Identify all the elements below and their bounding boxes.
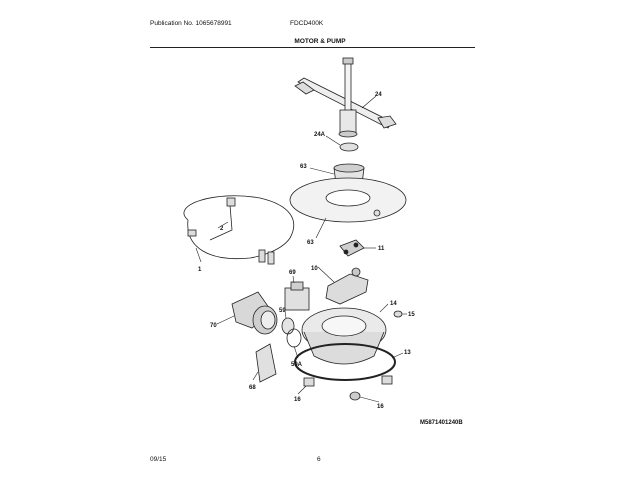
leader-lines bbox=[195, 95, 407, 403]
mount-part-right bbox=[381, 375, 393, 385]
callout-13: 13 bbox=[404, 350, 411, 356]
spray-arm-part bbox=[294, 57, 397, 138]
callout-14: 14 bbox=[390, 301, 397, 307]
grommet-part bbox=[393, 310, 403, 318]
mount-part-left bbox=[303, 377, 315, 387]
sump-seal-part bbox=[294, 343, 396, 381]
bracket-part bbox=[255, 343, 277, 383]
publication-number: Publication No. 1065678991 bbox=[150, 20, 232, 27]
clamp-ring-part bbox=[286, 328, 302, 348]
footer-date: 09/15 bbox=[150, 456, 167, 463]
foot-part bbox=[349, 391, 361, 401]
callout-10: 10 bbox=[311, 266, 318, 272]
callout-11: 11 bbox=[378, 246, 385, 252]
gasket-part bbox=[281, 317, 295, 335]
page-title: MOTOR & PUMP bbox=[294, 38, 346, 45]
callout-70: 70 bbox=[210, 323, 217, 329]
sensor-part bbox=[339, 239, 365, 257]
callout-16-right: 16 bbox=[377, 404, 384, 410]
callout-59: 59 bbox=[279, 308, 286, 314]
wire-harness-part bbox=[183, 195, 295, 265]
callout-63-plate: 63 bbox=[307, 240, 314, 246]
callout-16-left: 16 bbox=[294, 397, 301, 403]
diagram-code: M5871401240B bbox=[420, 420, 463, 426]
callout-63-hub: 63 bbox=[300, 164, 307, 170]
callout-2: 2 bbox=[220, 226, 224, 232]
model-number: FDCD400K bbox=[290, 20, 324, 27]
callout-15: 15 bbox=[408, 312, 415, 318]
callout-24a: 24A bbox=[314, 132, 326, 138]
callout-1: 1 bbox=[198, 267, 202, 273]
sump-part bbox=[301, 307, 387, 365]
page-number: 6 bbox=[317, 456, 321, 463]
pump-housing-part bbox=[325, 267, 369, 305]
seal-ring-part bbox=[339, 142, 359, 152]
callout-24: 24 bbox=[375, 92, 382, 98]
filter-plate-part bbox=[289, 177, 407, 223]
callout-69: 69 bbox=[289, 270, 296, 276]
motor-part bbox=[231, 291, 278, 335]
callout-59a: 59A bbox=[291, 362, 303, 368]
callout-68: 68 bbox=[249, 385, 256, 391]
pump-valve-part bbox=[284, 281, 310, 311]
header-rule bbox=[150, 47, 475, 48]
